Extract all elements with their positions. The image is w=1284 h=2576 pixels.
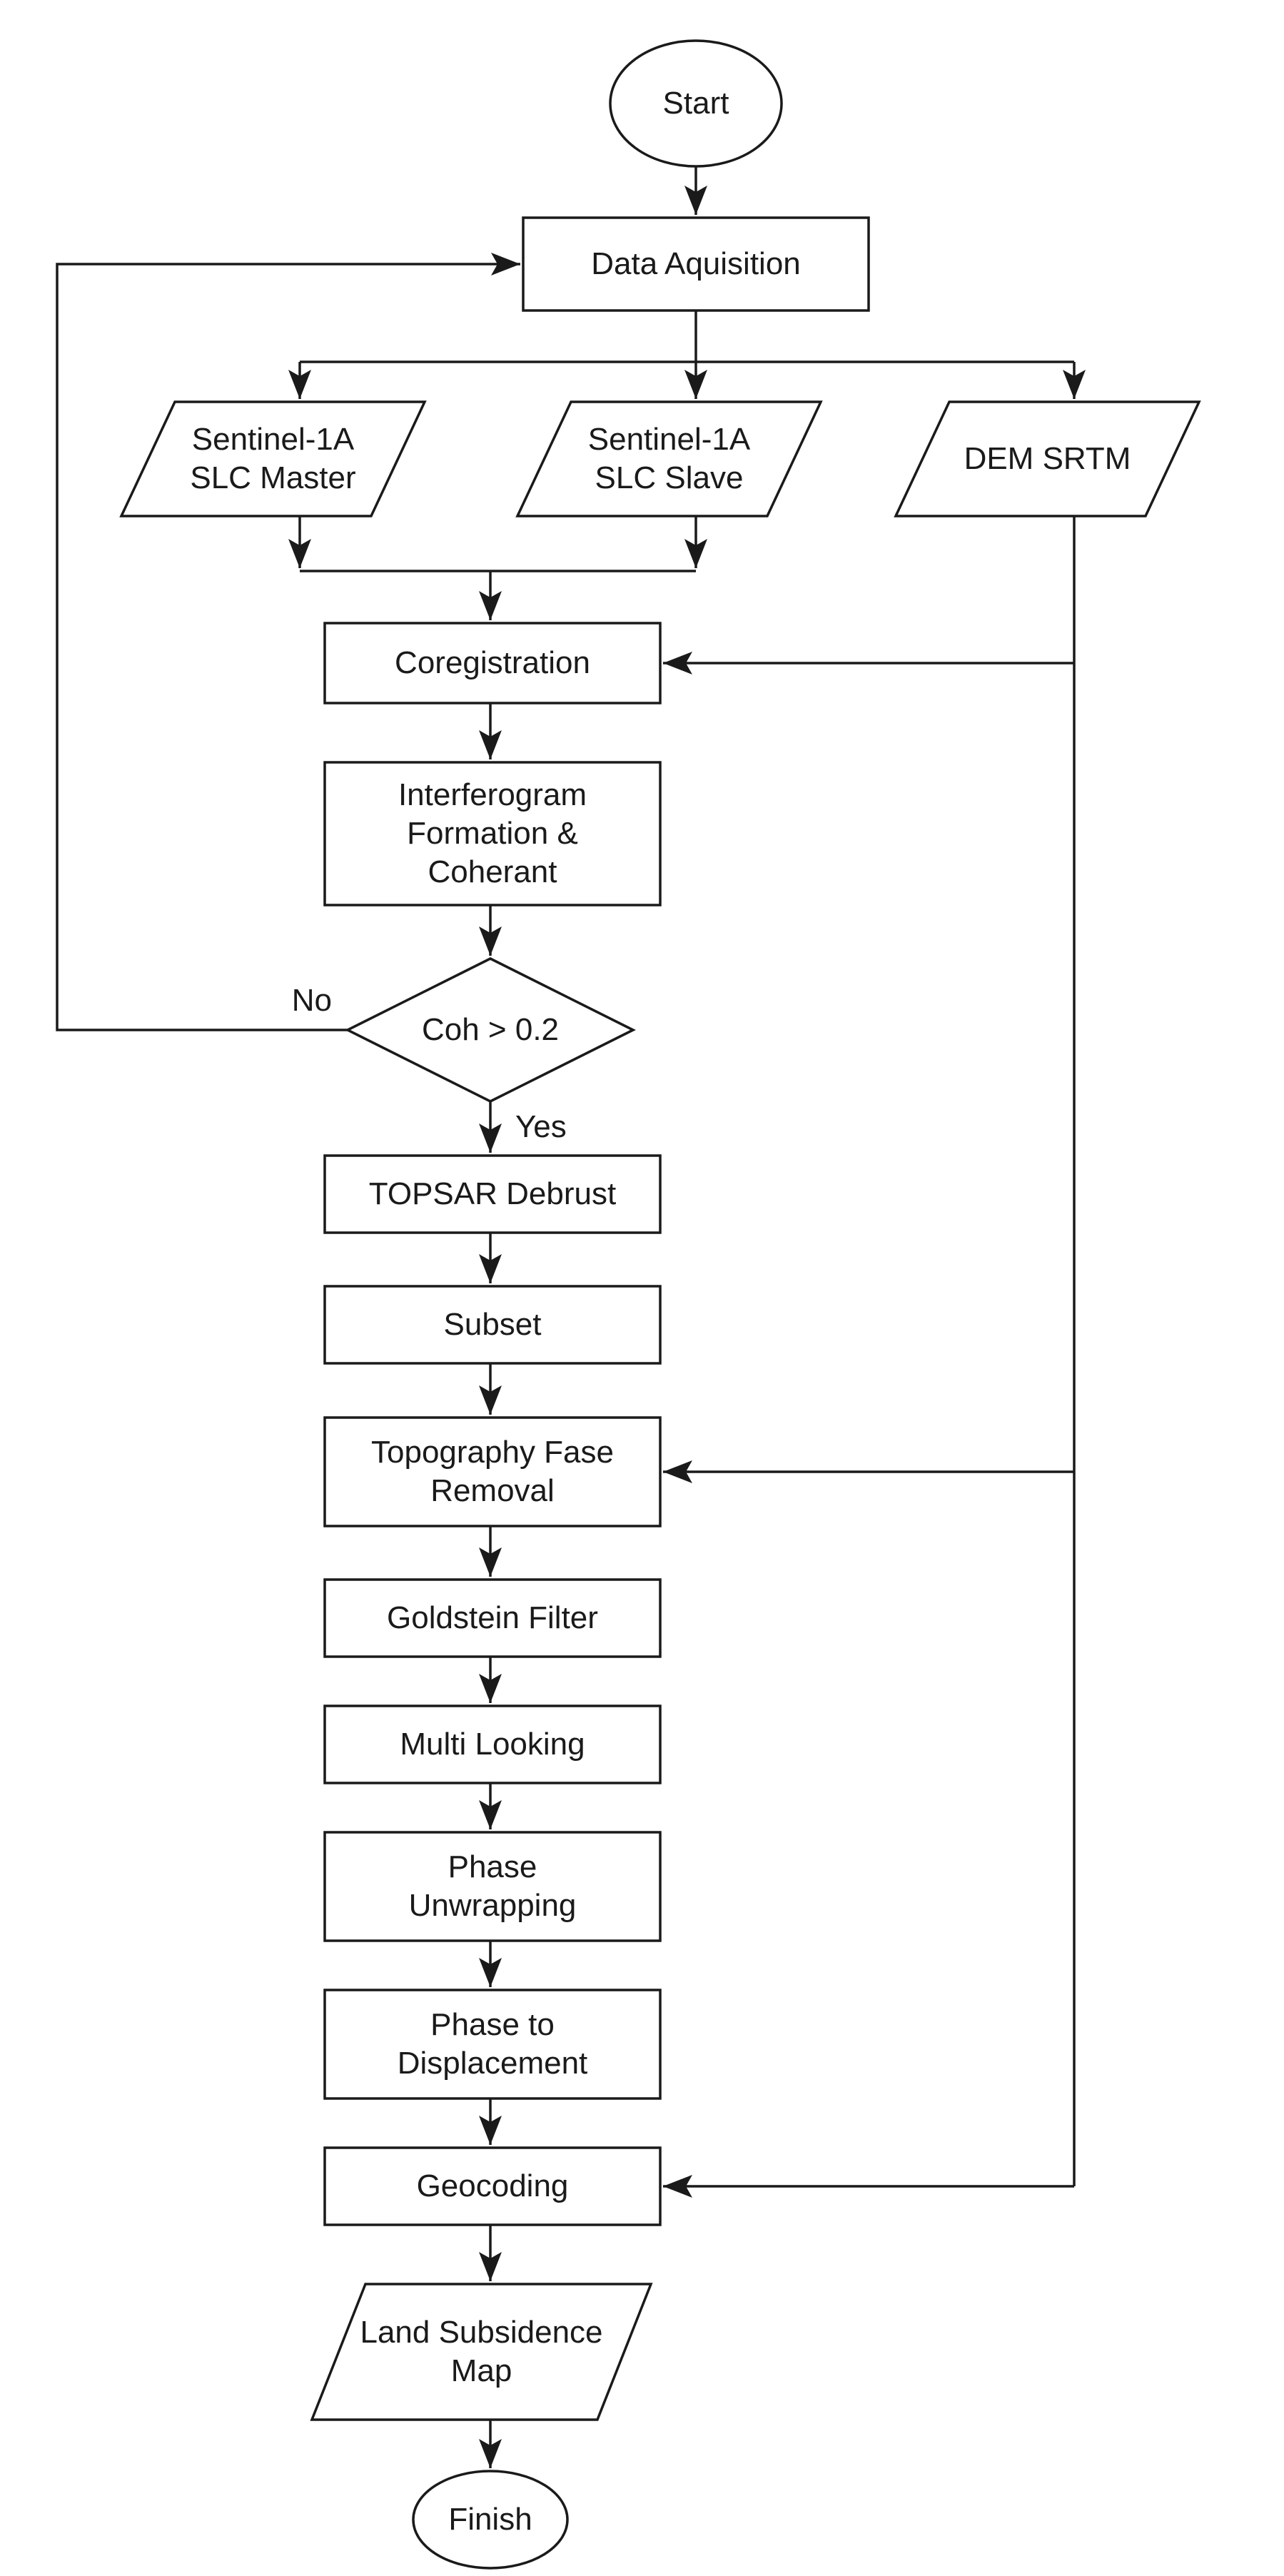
node-label-line: Unwrapping xyxy=(408,1888,577,1923)
node-label-line: Sentinel-1A xyxy=(587,422,751,457)
process-shape-phase-to-displacement xyxy=(323,1989,662,2100)
node-label-slc-master: Sentinel-1A SLC Master xyxy=(121,402,425,516)
node-label-line: Map xyxy=(450,2353,512,2388)
node-label-multi-looking: Multi Looking xyxy=(400,1727,585,1762)
node-label-line: Removal xyxy=(430,1473,555,1508)
node-label-dem-srtm: DEM SRTM xyxy=(964,441,1131,476)
node-label-line: Displacement xyxy=(397,2046,588,2081)
data-shape-slc-slave xyxy=(515,400,823,517)
process-shape-geocoding xyxy=(323,2146,662,2226)
edge-label-no: No xyxy=(291,983,332,1018)
process-shape-coregistration xyxy=(323,622,662,704)
terminator-shape-start xyxy=(609,39,783,168)
node-label-line: Land Subsidence xyxy=(360,2315,603,2350)
node-label-phase-to-displacement: Phase to Displacement xyxy=(325,1990,660,2098)
node-label-slc-slave: Sentinel-1A SLC Slave xyxy=(517,402,821,516)
process-shape-multi-looking xyxy=(323,1704,662,1784)
edge-label-yes: Yes xyxy=(515,1109,567,1144)
node-label-coherence-decision: Coh > 0.2 xyxy=(421,1012,560,1047)
process-shape-topography-removal xyxy=(323,1416,662,1527)
node-label-line: Coherant xyxy=(428,854,557,889)
process-shape-subset xyxy=(323,1285,662,1365)
node-label-geocoding: Geocoding xyxy=(416,2168,569,2203)
process-shape-topsar-deburst xyxy=(323,1154,662,1234)
node-label-line: Formation & xyxy=(407,816,578,851)
node-label-coregistration: Coregistration xyxy=(395,645,590,680)
node-label-topography-removal: Topography Fase Removal xyxy=(325,1418,660,1526)
node-label-line: Phase to xyxy=(430,2007,555,2042)
process-shape-interferogram xyxy=(323,761,662,906)
node-label-start: Start xyxy=(662,86,729,121)
node-label-line: SLC Slave xyxy=(595,460,744,495)
node-label-topsar-deburst: TOPSAR Debrust xyxy=(368,1176,617,1211)
node-label-phase-unwrapping: Phase Unwrapping xyxy=(325,1832,660,1941)
node-label-interferogram: Interferogram Formation & Coherant xyxy=(325,762,660,905)
node-label-line: Sentinel-1A xyxy=(191,422,355,457)
node-label-line: Interferogram xyxy=(398,777,587,812)
node-label-finish: Finish xyxy=(448,2502,532,2537)
node-label-line: Topography Fase xyxy=(371,1435,614,1470)
node-label-line: SLC Master xyxy=(190,460,356,495)
data-shape-slc-master xyxy=(119,400,427,517)
node-label-line: Phase xyxy=(448,1849,537,1884)
process-shape-goldstein-filter xyxy=(323,1578,662,1658)
connector-no-loop xyxy=(56,253,520,1031)
process-shape-data-acquisition xyxy=(522,216,870,312)
data-shape-dem-srtm xyxy=(894,400,1201,517)
node-label-land-subsidence-map: Land Subsidence Map xyxy=(312,2284,651,2420)
data-shape-land-subsidence-map xyxy=(310,2283,653,2421)
decision-shape-coherence xyxy=(345,957,636,1103)
process-shape-phase-unwrapping xyxy=(323,1831,662,1942)
node-label-data-acquisition: Data Aquisition xyxy=(591,246,801,281)
node-label-subset: Subset xyxy=(443,1307,542,1342)
node-label-goldstein-filter: Goldstein Filter xyxy=(387,1600,598,1635)
terminator-shape-finish xyxy=(412,2470,569,2570)
